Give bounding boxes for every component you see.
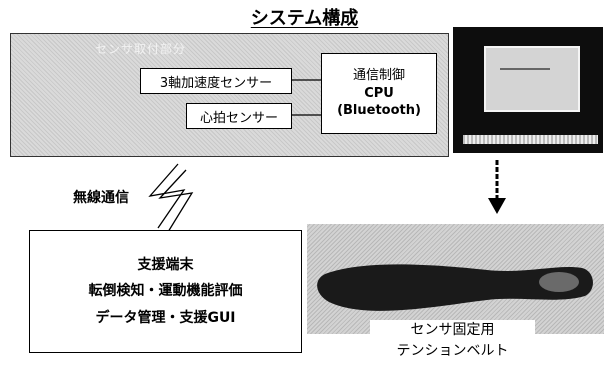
belt-buckle <box>539 272 579 292</box>
terminal-title: 支援端末 <box>137 256 194 273</box>
down-arrow-icon <box>488 160 506 214</box>
support-terminal-box: 支援端末 転倒検知・運動機能評価 データ管理・支援GUI <box>29 230 302 353</box>
lightning-bolt-icon <box>148 163 194 233</box>
terminal-function-fall-detection: 転倒検知・運動機能評価 <box>88 283 243 300</box>
wireless-communication-label: 無線通信 <box>73 190 129 206</box>
device-strip <box>463 135 598 144</box>
diagram-title: システム構成 <box>250 8 359 29</box>
cpu-label: CPU <box>364 85 394 101</box>
belt-caption: センサ固定用 テンションベルト <box>370 320 535 362</box>
sensor-unit-label: センサ取付部分 <box>95 42 187 56</box>
heart-rate-sensor-box: 心拍センサー <box>186 103 292 129</box>
accelerometer-sensor-box: 3軸加速度センサー <box>140 68 292 94</box>
bluetooth-label: (Bluetooth) <box>337 103 421 119</box>
terminal-function-data-management: データ管理・支援GUI <box>95 309 236 326</box>
cpu-comm-label: 通信制御 <box>352 68 405 84</box>
belt-shape <box>317 264 593 311</box>
device-screen <box>484 46 580 112</box>
device-detail <box>500 68 550 70</box>
cpu-controller-box: 通信制御 CPU (Bluetooth) <box>321 53 437 134</box>
belt-caption-line2: テンションベルト <box>396 343 509 359</box>
belt-caption-line1: センサ固定用 <box>410 322 495 338</box>
